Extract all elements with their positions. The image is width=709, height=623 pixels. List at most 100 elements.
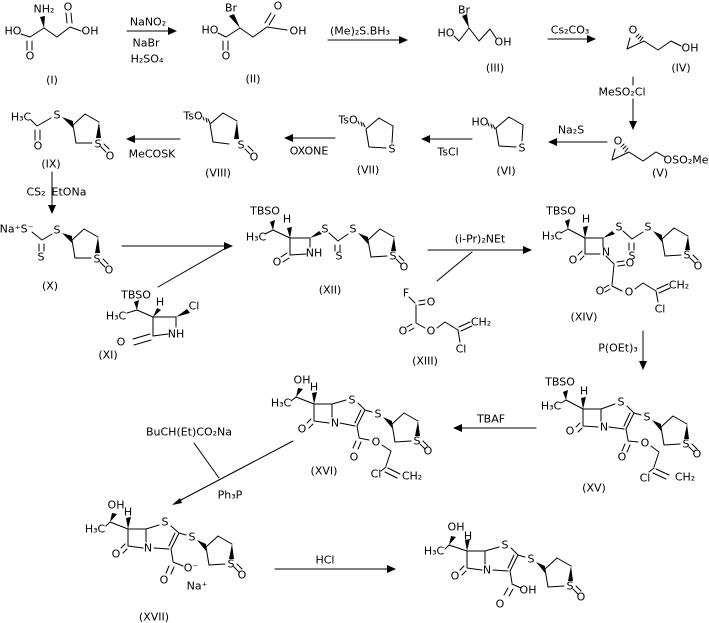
wedge-bond	[296, 388, 303, 397]
compound-number-xiv: (XIV)	[571, 311, 598, 324]
structure-XI-bonds	[126, 300, 190, 346]
atom-label-xvii-5: O	[112, 548, 121, 561]
atom-label-xii-5: S	[350, 223, 357, 236]
atom-label-xiv-6: N	[602, 246, 610, 259]
reagent-label-step-6-0: TsCl	[436, 146, 458, 159]
atom-label-xi-5: O	[117, 336, 126, 349]
reagent-label-step-5-0: Na₂S	[558, 124, 584, 137]
atom-label-x-2: S	[38, 251, 45, 264]
atom-label-i-0: HO	[5, 25, 22, 38]
compound-number-viii: (VIII)	[205, 167, 231, 180]
arrow-step-13	[453, 424, 537, 432]
wedge-bond	[126, 517, 131, 529]
atom-label-xii-4: S	[336, 250, 343, 263]
atom-label-xvii-3: S	[162, 516, 169, 529]
arrowhead	[587, 35, 596, 43]
arrow-step-8	[126, 135, 181, 143]
wedge-bond	[581, 397, 586, 409]
arrowhead	[399, 36, 408, 44]
atom-label-x-0: Na⁺	[0, 223, 21, 236]
wedge-bond	[40, 16, 45, 28]
wedge-bond	[312, 392, 317, 404]
wedge-bond	[383, 417, 392, 428]
wedge-bond	[153, 308, 161, 317]
atom-label-xv-3: S	[618, 396, 625, 409]
structure-II-bonds	[217, 12, 288, 51]
atom-label-final-1: H	[464, 530, 472, 543]
atom-label-xv-9: CH₂	[675, 471, 695, 484]
atom-label-ii-3: O	[274, 0, 283, 13]
structure-XIV-bonds	[560, 219, 699, 303]
wedge-bond	[62, 233, 72, 243]
compound-number-ix: (IX)	[41, 158, 60, 171]
structure-XVII-bonds	[105, 513, 243, 575]
atom-label-xii-8: S	[390, 250, 397, 263]
atom-label-xiv-4: S	[629, 250, 636, 263]
atom-label-xi-0: TBSO	[120, 289, 151, 302]
atom-label-xv-6: S	[644, 411, 651, 424]
arrow-step-10	[121, 242, 233, 288]
wedge-bond	[536, 562, 545, 573]
structure-XVI-bonds	[290, 388, 429, 479]
reagent-label-step-4-0: MeSO₂Cl	[598, 86, 645, 99]
arrowhead	[629, 121, 637, 130]
structure-XIII-bonds	[406, 296, 473, 343]
reagent-label-step-11-0: (i-Pr)₂NEt	[455, 233, 506, 246]
arrow-step-15	[274, 565, 396, 573]
wedge-bond	[134, 300, 139, 310]
atom-label-xvii-10: S	[228, 558, 235, 571]
atom-label-i-3: O	[64, 1, 73, 14]
atom-label-xv-10: Cl	[640, 472, 651, 485]
atom-label-x-1: S⁻	[21, 223, 34, 236]
wedge-bond	[197, 540, 206, 551]
atom-label-xiv-8: O	[626, 257, 635, 270]
wedge-bond	[462, 14, 469, 28]
atom-label-v-0: O	[614, 135, 623, 148]
structure-I-bonds	[20, 12, 82, 51]
structure-IX-bonds	[30, 113, 110, 153]
reagent-label-step-1-2: H₂SO₄	[131, 53, 164, 66]
arrow-step-4	[629, 76, 637, 130]
wedge-bond	[110, 513, 117, 522]
atom-label-xvi-11: S	[414, 435, 421, 448]
atom-label-vii-0: TsO	[337, 114, 358, 127]
atom-label-xvi-5: O	[298, 423, 307, 436]
arrowhead	[172, 498, 182, 505]
atom-label-xvi-9: CH₂	[402, 470, 422, 483]
arrow-step-3	[547, 35, 596, 43]
atom-label-xiii-1: O	[427, 296, 436, 309]
wedge-bond	[685, 236, 690, 250]
atom-label-xiv-11: CH₂	[669, 279, 689, 292]
arrowhead	[548, 138, 557, 146]
atom-label-xi-1: H	[156, 296, 164, 309]
reagent-label-step-9-0: CS₂	[26, 186, 45, 199]
compound-number-vi: (VI)	[496, 165, 515, 178]
atom-label-xvii-8: O	[160, 574, 169, 587]
atom-label-iv-1: OH	[682, 42, 699, 55]
atom-label-final-3: S	[502, 539, 509, 552]
atom-label-xi-2: H₃C	[106, 310, 127, 323]
atom-label-viii-0: TsO	[182, 110, 203, 123]
atom-label-final-5: O	[451, 570, 460, 583]
atom-label-xvi-2: H₃C	[271, 397, 292, 410]
wedge-bond	[684, 424, 689, 439]
atom-label-xiv-0: TBSO	[545, 205, 576, 218]
atom-label-xvii-9: Na⁺	[187, 580, 208, 593]
structure-XII-bonds	[264, 220, 405, 265]
atom-label-ii-4: OH	[290, 25, 307, 38]
atom-label-vii-1: S	[389, 143, 396, 156]
atom-label-xiii-3: O	[427, 325, 436, 338]
arrow-step-11	[427, 246, 532, 282]
reagent-label-step-15-0: HCl	[315, 554, 334, 567]
atom-label-final-4: N	[483, 564, 491, 577]
atom-label-x-4: S	[94, 253, 101, 266]
atom-label-ix-4: O	[106, 150, 115, 163]
arrowhead	[421, 135, 430, 143]
arrow-step-7	[284, 134, 336, 142]
arrowhead	[387, 565, 396, 573]
compound-number-xvii: (XVII)	[139, 611, 169, 623]
wedge-bond	[653, 231, 662, 242]
structure-X-bonds	[31, 228, 109, 268]
reagent-label-step-13-0: TBAF	[476, 413, 505, 426]
atom-label-i-2: O	[26, 50, 35, 63]
